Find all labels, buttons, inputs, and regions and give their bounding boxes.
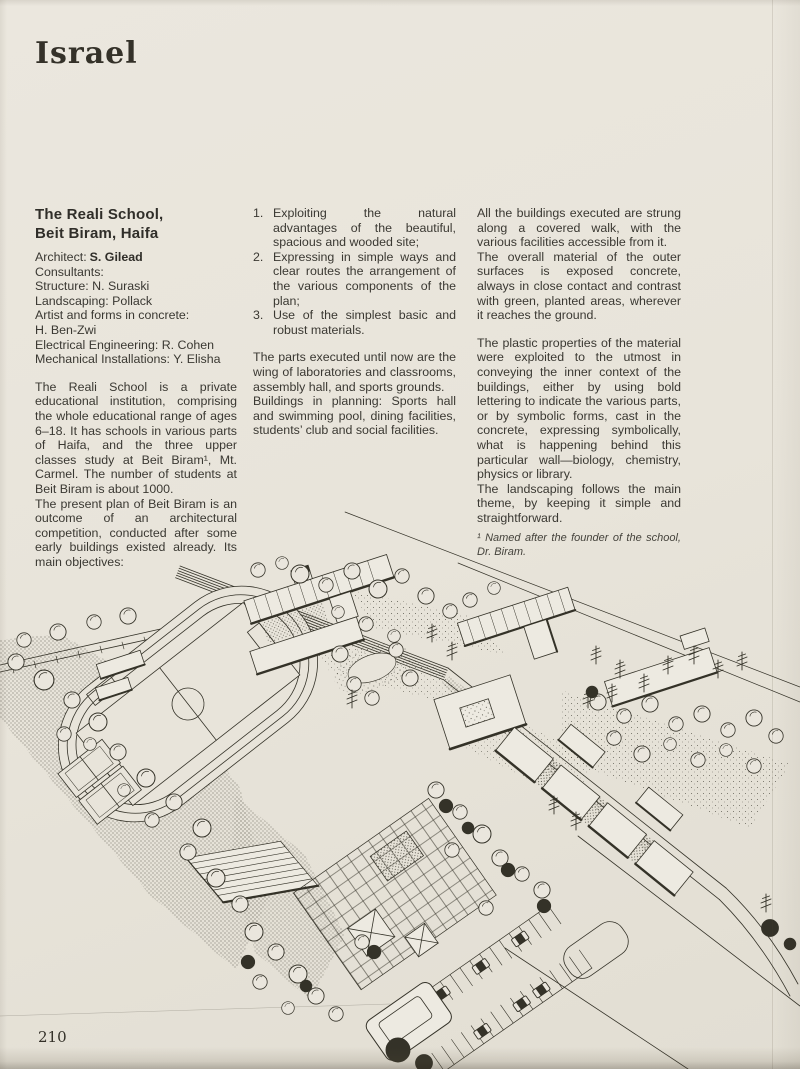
body-paragraph: The overall material of the outer surfac… [477,249,681,323]
objective-text: Expressing in simple ways and clear rout… [273,249,456,308]
column-left: The Reali School, Beit Biram, Haifa Arch… [35,206,237,569]
objective-item: 1. Exploiting the natural advantages of … [253,206,456,250]
site-plan-drawing [0,500,800,1069]
page-edge-top-shadow [0,0,800,6]
credit-architect: Architect:S. Gilead [35,250,237,265]
credit-line: Landscaping: Pollack [35,293,153,308]
credit-line: Artist and forms in concrete: [35,308,190,323]
country-heading: Israel [35,36,138,71]
column-right: All the buildings executed are strung al… [477,206,681,570]
credit-line: Consultants: [35,264,104,279]
body-paragraph: The parts executed until now are the win… [253,350,456,394]
column-middle: 1. Exploiting the natural advantages of … [253,206,456,438]
objective-number: 1. [253,206,264,220]
article-title: The Reali School, Beit Biram, Haifa [35,206,237,243]
article-title-line2: Beit Biram, Haifa [35,224,159,242]
credit-line: Electrical Engineering: R. Cohen [35,337,215,352]
objective-text: Use of the simplest basic and robust mat… [273,308,456,337]
body-paragraph: All the buildings executed are strung al… [477,206,681,250]
page-edge-right-line [772,0,773,1069]
body-paragraph: The Reali School is a private educationa… [35,379,237,496]
body-paragraph: The plastic properties of the material w… [477,335,681,482]
credit-line: Mechanical Installations: Y. Elisha [35,352,221,367]
body-paragraph: The present plan of Beit Biram is an out… [35,496,237,569]
credit-architect-label: Architect: [35,250,87,264]
objective-item: 2. Expressing in simple ways and clear r… [253,250,456,308]
page-number: 210 [38,1028,67,1046]
objective-text: Exploiting the natural advantages of the… [273,206,456,250]
objective-item: 3. Use of the simplest basic and robust … [253,308,456,337]
page-edge-bottom-shadow [0,1047,800,1069]
footnote: ¹ Named after the founder of the school,… [477,532,681,558]
credit-line: Structure: N. Suraski [35,279,150,294]
body-paragraph: Buildings in planning: Sports hall and s… [253,394,456,438]
credit-line: H. Ben-Zwi [35,322,97,337]
credit-architect-name: S. Gilead [89,250,143,264]
body-paragraph: The landscaping follows the main theme, … [477,481,681,525]
objective-number: 3. [253,308,264,323]
page-edge-left-shadow [0,0,7,1069]
objective-number: 2. [253,249,264,264]
page-edge-right-shadow [773,0,800,1069]
article-title-line1: The Reali School, [35,206,164,223]
